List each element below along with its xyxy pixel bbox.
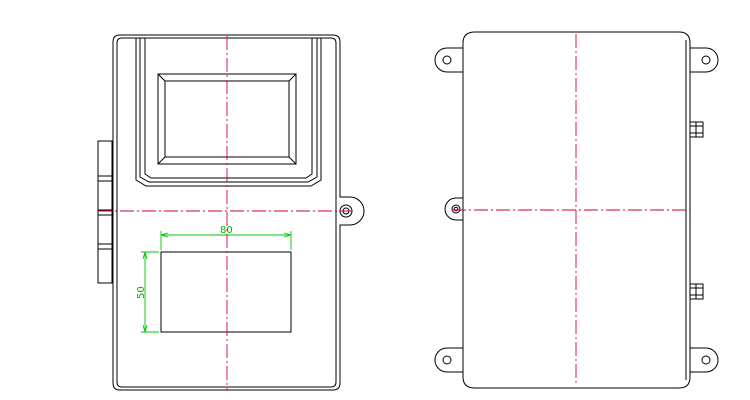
height-dimension: 50: [136, 251, 159, 333]
mounting-ear-top-left: [434, 46, 464, 74]
mounting-ear-top-right: [690, 47, 719, 73]
mounting-ear-bottom-left: [434, 347, 463, 373]
latch-lower: [689, 283, 704, 300]
mounting-ear-bottom-right: [690, 347, 719, 373]
rear-left-tab: [444, 197, 463, 221]
front-body-outline: [112, 34, 365, 391]
rear-body-outline: [462, 31, 691, 389]
latch-upper: [689, 121, 704, 138]
label-opening: [160, 251, 292, 333]
width-dimension: 80: [160, 225, 292, 250]
front-view: 80 50: [97, 34, 365, 391]
width-dimension-label: 80: [220, 225, 233, 236]
front-body-inner: [116, 37, 337, 388]
rear-view: [434, 31, 719, 389]
height-dimension-label: 50: [136, 286, 147, 299]
hinge-strip: [97, 140, 113, 284]
